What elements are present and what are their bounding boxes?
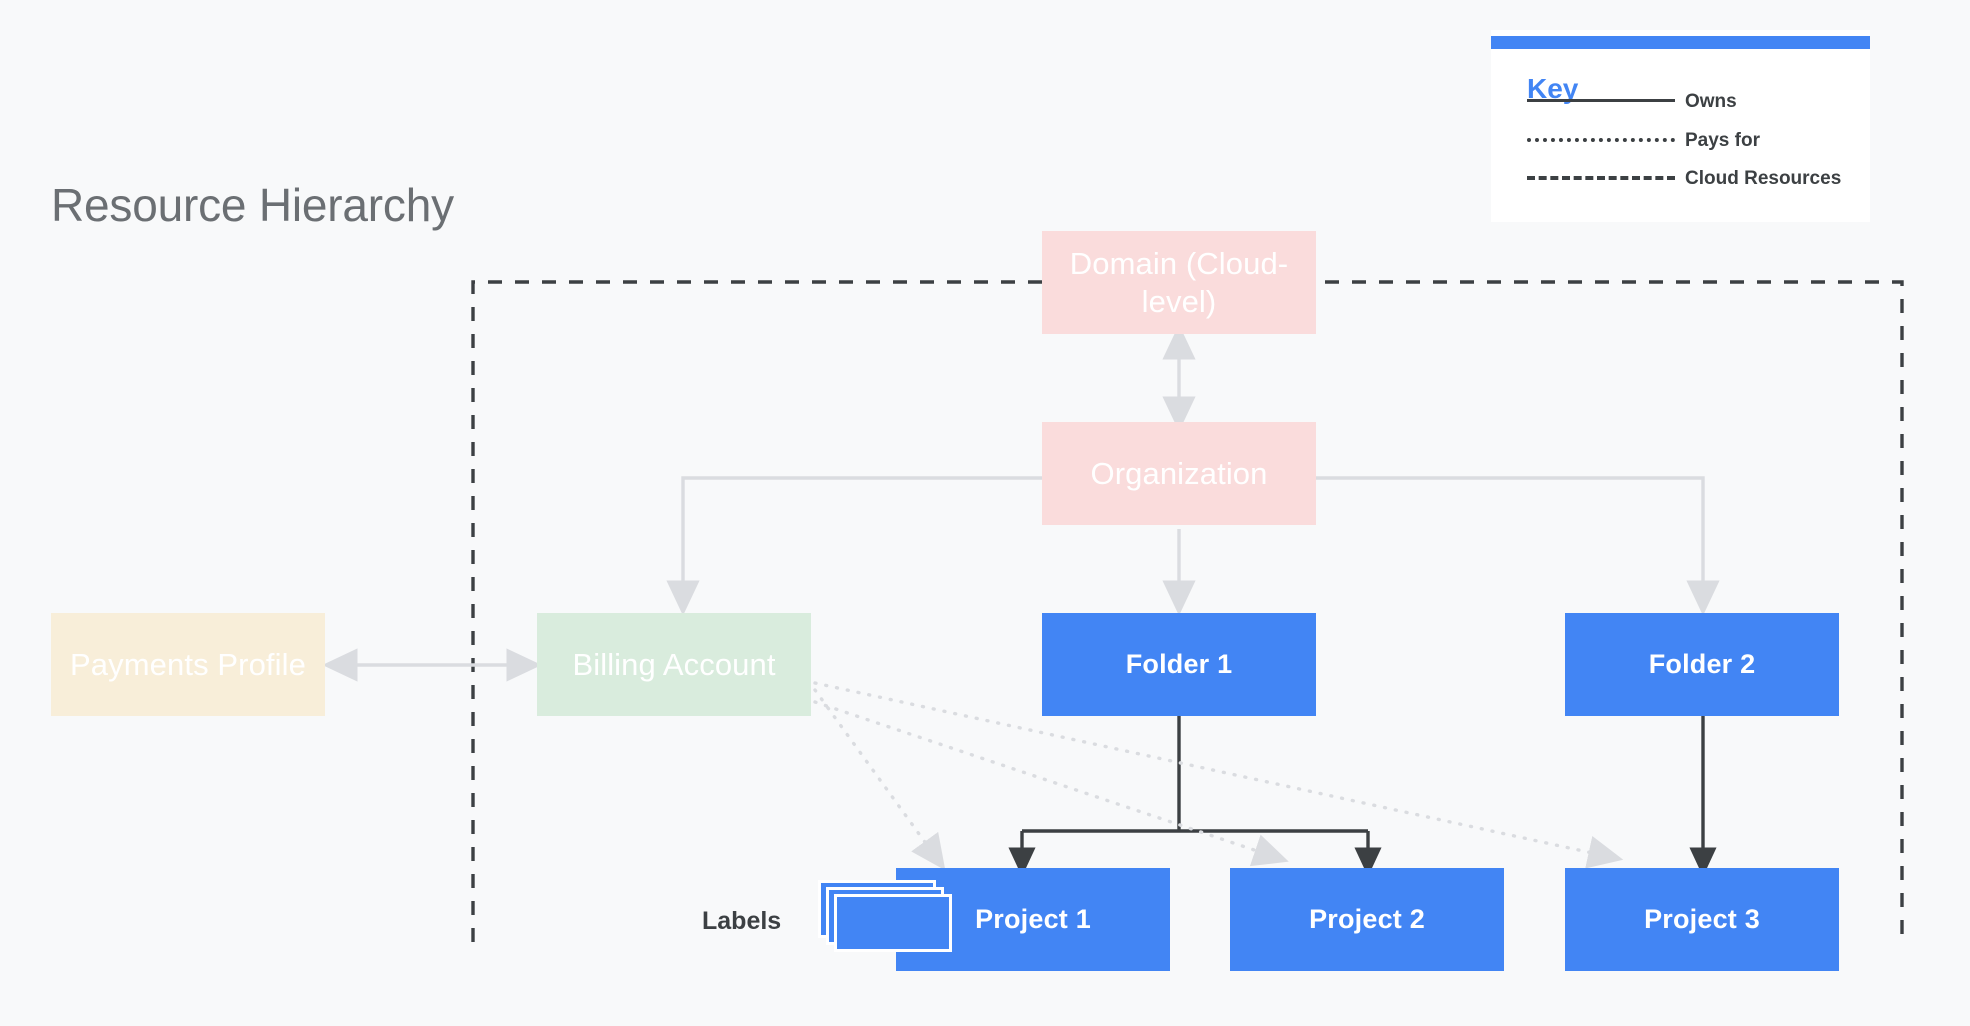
key-line-sample-dashed [1527, 168, 1675, 186]
key-entry-pays-for: Pays for [1527, 130, 1857, 151]
node-domain[interactable]: Domain (Cloud-level) [1042, 231, 1316, 334]
edge-billing-account-project-1 [813, 688, 946, 871]
node-payments-profile[interactable]: Payments Profile [51, 613, 325, 716]
node-project-3[interactable]: Project 3 [1565, 868, 1839, 971]
node-project-2-label: Project 2 [1309, 904, 1425, 935]
node-folder-2-label: Folder 2 [1648, 649, 1756, 680]
cloud-resources-boundary [471, 280, 1904, 942]
edge-billing-account-project-2 [813, 700, 1289, 867]
page-title: Resource Hierarchy [51, 179, 454, 231]
node-domain-label: Domain (Cloud-level) [1069, 246, 1289, 319]
key-entry-owns-label: Owns [1685, 91, 1737, 112]
node-project-1-label: Project 1 [975, 904, 1091, 935]
node-billing-account[interactable]: Billing Account [537, 613, 811, 716]
key-title: Key [1527, 73, 1579, 104]
node-billing-account-label: Billing Account [572, 646, 776, 682]
node-organization[interactable]: Organization [1042, 422, 1316, 525]
key-line-sample-dotted [1527, 130, 1675, 148]
key-entry-owns: Owns [1527, 91, 1857, 112]
node-folder-1[interactable]: Folder 1 [1042, 613, 1316, 716]
edge-organization-folder-2 [1316, 476, 1720, 616]
stacked-cards-icon [818, 880, 952, 952]
key-panel: Key Owns Pays for Cloud Resources [1491, 30, 1870, 222]
node-project-3-label: Project 3 [1644, 904, 1760, 935]
key-entry-cloud-resources-label: Cloud Resources [1685, 168, 1842, 189]
key-entry-cloud-resources: Cloud Resources [1527, 168, 1857, 189]
node-folder-2[interactable]: Folder 2 [1565, 613, 1839, 716]
node-payments-profile-label: Payments Profile [70, 646, 306, 682]
key-entry-pays-for-label: Pays for [1685, 130, 1760, 151]
edge-organization-billing-account [666, 476, 1042, 616]
node-organization-label: Organization [1090, 455, 1268, 491]
labels-caption: Labels [702, 907, 782, 935]
stacked-cards-sheet-front [834, 894, 952, 952]
key-line-sample-solid [1527, 91, 1675, 109]
node-project-2[interactable]: Project 2 [1230, 868, 1504, 971]
node-folder-1-label: Folder 1 [1125, 649, 1233, 680]
key-accent-bar [1491, 36, 1870, 49]
